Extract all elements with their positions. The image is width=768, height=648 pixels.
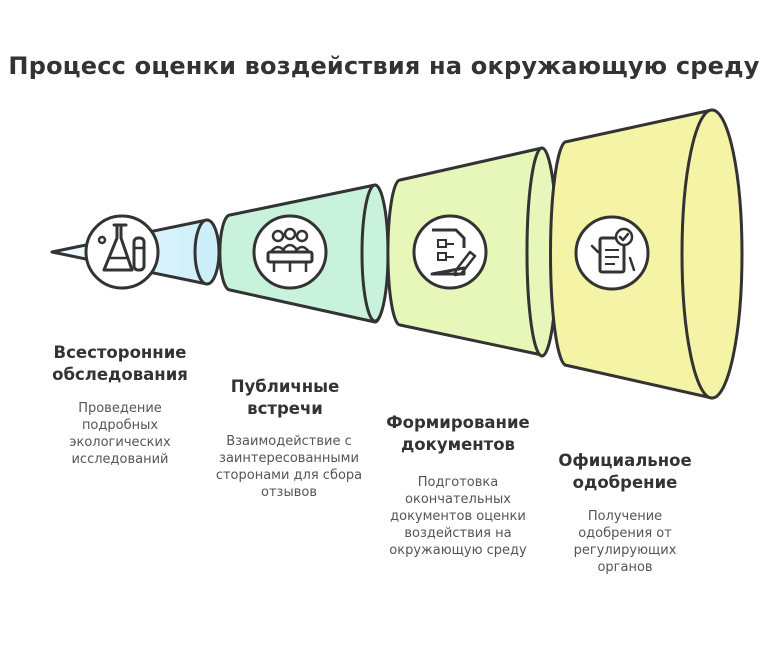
meeting-icon (252, 214, 328, 290)
stage-4-title: Официальное одобрение (558, 451, 692, 492)
approval-checklist-icon (574, 215, 650, 291)
lab-flasks-icon (84, 214, 160, 290)
document-edit-icon (412, 214, 488, 290)
stage-2-description: Взаимодействие с заинтересованными сторо… (215, 434, 363, 500)
stage-3-description: Подготовка окончательных документов оцен… (389, 475, 527, 558)
stage-2-title: Публичные встречи (230, 377, 340, 418)
stage-1-title: Всесторонние обследования (52, 343, 188, 384)
stage-3-title: Формирование документов (386, 413, 530, 454)
stage-4-description: Получение одобрения от регулирующих орга… (573, 509, 677, 575)
page-title: Процесс оценки воздействия на окружающую… (8, 52, 760, 80)
stage-1-description: Проведение подробных экологических иссле… (69, 401, 171, 467)
